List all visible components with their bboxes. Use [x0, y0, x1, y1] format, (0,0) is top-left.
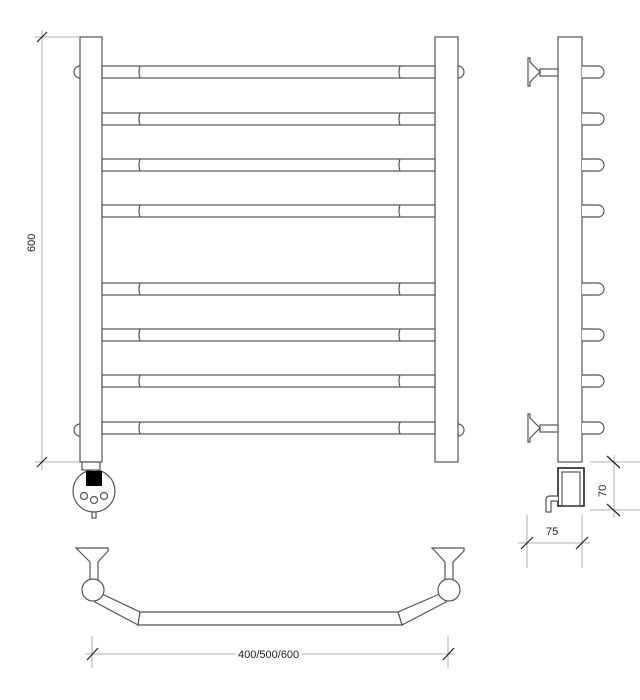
rail [101, 65, 436, 79]
rail [101, 374, 436, 388]
heater-height-label: 70 [597, 485, 609, 497]
wall-bracket-top [527, 57, 559, 87]
width-label: 400/500/600 [238, 649, 299, 661]
rail [101, 282, 436, 296]
height-label: 600 [26, 234, 38, 252]
rail-end [582, 282, 605, 296]
wall-bracket-bottom [527, 413, 559, 443]
side-post [557, 36, 583, 463]
rail-end [582, 328, 605, 342]
cable-pin [91, 511, 97, 519]
side-view [527, 36, 605, 513]
control-button [99, 491, 109, 501]
joint [437, 578, 461, 602]
control-button [89, 495, 99, 505]
rail [101, 421, 436, 435]
heater-connector [81, 461, 101, 471]
rail [101, 204, 436, 218]
rail-end [582, 374, 605, 388]
top-view [74, 547, 465, 626]
joint [81, 578, 105, 602]
heater-depth-label: 75 [546, 526, 558, 538]
left-post [79, 36, 103, 463]
rail-end [582, 204, 605, 218]
bottom-rail [137, 611, 403, 626]
dimension-heater-height: 70 [590, 455, 640, 518]
rail-end [582, 158, 605, 172]
wall-mount-icon [73, 65, 465, 437]
heater-plug [545, 495, 558, 513]
control-button [79, 491, 89, 501]
rail [101, 158, 436, 172]
rail [101, 112, 436, 126]
dimension-height: 600 [26, 30, 80, 470]
dimension-width: 400/500/600 [85, 636, 455, 668]
front-view [72, 36, 465, 519]
rail-end [582, 65, 605, 79]
rail [101, 328, 436, 342]
right-post [434, 36, 459, 463]
rail-end [582, 421, 605, 435]
heater-display [86, 471, 102, 486]
dimension-heater-depth: 75 [518, 515, 590, 568]
rail-end [582, 112, 605, 126]
